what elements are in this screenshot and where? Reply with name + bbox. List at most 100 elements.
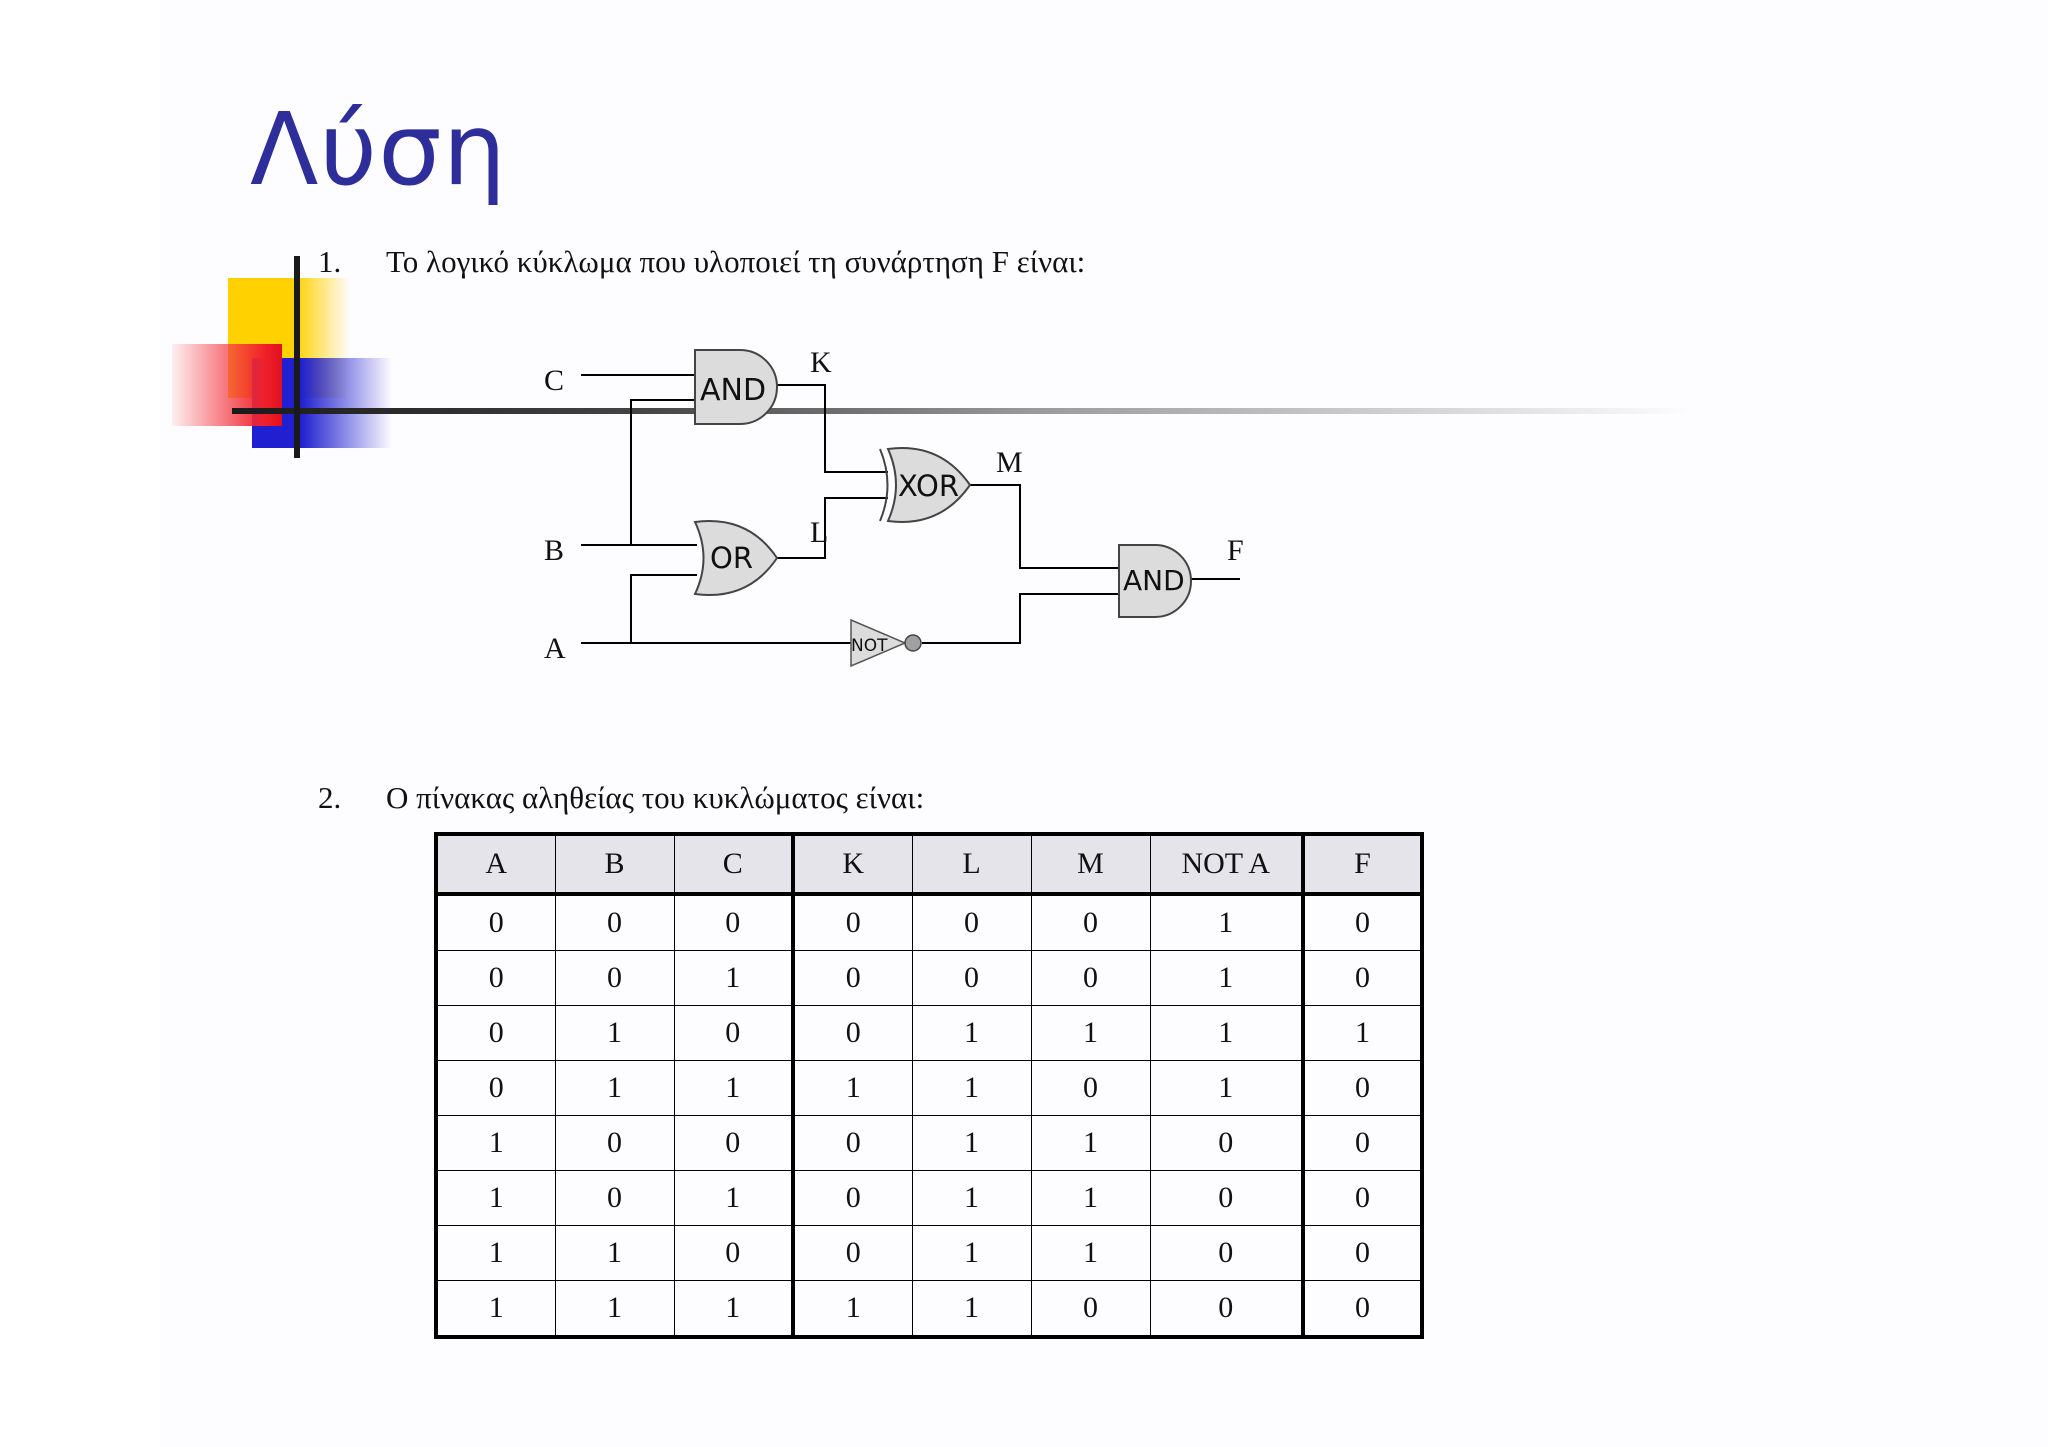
table-cell: 0 xyxy=(1149,1280,1304,1338)
table-cell: 1 xyxy=(911,1060,1032,1116)
table-cell: 1 xyxy=(554,1225,675,1281)
not-gate xyxy=(850,618,907,668)
table-cell: 1 xyxy=(673,950,794,1006)
signal-label-k: K xyxy=(810,346,832,379)
input-label-c: C xyxy=(544,364,564,397)
column-header-m: M xyxy=(1030,833,1151,896)
list-item-text: Ο πίνακας αληθείας του κυκλώματος είναι: xyxy=(386,780,925,815)
table-cell: 1 xyxy=(1149,893,1304,951)
wire-not-a xyxy=(922,593,1119,644)
table-cell: 0 xyxy=(435,893,556,951)
table-cell: 1 xyxy=(1301,1005,1423,1061)
table-cell: 1 xyxy=(911,1170,1032,1226)
table-cell: 1 xyxy=(673,1170,794,1226)
table-cell: 0 xyxy=(791,1005,913,1061)
table-cell: 1 xyxy=(554,1280,675,1338)
table-cell: 0 xyxy=(791,950,913,1006)
column-header-b: B xyxy=(554,833,675,896)
table-cell: 1 xyxy=(435,1170,556,1226)
table-cell: 0 xyxy=(1301,1225,1423,1281)
table-cell: 0 xyxy=(1301,893,1423,951)
input-label-a: A xyxy=(544,632,566,665)
table-cell: 0 xyxy=(911,893,1032,951)
table-cell: 0 xyxy=(673,893,794,951)
table-cell: 1 xyxy=(1149,950,1304,1006)
wire-k xyxy=(775,384,888,473)
column-header-l: L xyxy=(911,833,1032,896)
or-gate xyxy=(693,520,779,596)
table-cell: 0 xyxy=(1149,1225,1304,1281)
table-cell: 0 xyxy=(791,1115,913,1171)
and-gate-1-label: AND xyxy=(700,373,766,408)
table-cell: 0 xyxy=(791,1225,913,1281)
column-header-c: C xyxy=(673,833,794,896)
table-cell: 1 xyxy=(911,1005,1032,1061)
table-cell: 1 xyxy=(791,1060,913,1116)
table-cell: 0 xyxy=(1030,950,1151,1006)
table-cell: 1 xyxy=(1149,1005,1304,1061)
table-cell: 1 xyxy=(554,1060,675,1116)
table-cell: 1 xyxy=(673,1280,794,1338)
table-cell: 0 xyxy=(435,950,556,1006)
list-item-text: Το λογικό κύκλωμα που υλοποιεί τη συνάρτ… xyxy=(386,244,1086,279)
wire-a-to-or xyxy=(630,574,697,643)
truth-table-header-row: A B C K L M NOT A F xyxy=(435,833,1423,896)
table-cell: 0 xyxy=(1301,1060,1423,1116)
column-header-a: A xyxy=(435,833,556,896)
column-header-f: F xyxy=(1301,833,1423,896)
column-header-not-a: NOT A xyxy=(1149,833,1304,896)
table-cell: 1 xyxy=(1030,1225,1151,1281)
and-gate-1 xyxy=(694,349,778,425)
table-cell: 1 xyxy=(435,1225,556,1281)
and-gate-2-label: AND xyxy=(1123,564,1185,597)
table-cell: 1 xyxy=(791,1280,913,1338)
table-cell: 1 xyxy=(1030,1005,1151,1061)
signal-label-m: M xyxy=(996,446,1023,479)
table-cell: 1 xyxy=(1030,1170,1151,1226)
signal-label-l: L xyxy=(810,516,828,549)
table-cell: 0 xyxy=(911,950,1032,1006)
table-cell: 1 xyxy=(435,1115,556,1171)
list-item-number: 1. xyxy=(318,244,342,279)
table-cell: 0 xyxy=(673,1225,794,1281)
table-cell: 0 xyxy=(791,893,913,951)
wire-b-to-and xyxy=(630,399,695,545)
xor-gate-label: XOR xyxy=(898,469,959,503)
table-cell: 0 xyxy=(1301,950,1423,1006)
table-cell: 0 xyxy=(1301,1115,1423,1171)
table-cell: 0 xyxy=(435,1005,556,1061)
table-cell: 0 xyxy=(554,950,675,1006)
decor-vertical-rule xyxy=(294,256,300,458)
table-cell: 0 xyxy=(1301,1170,1423,1226)
table-cell: 0 xyxy=(554,1170,675,1226)
table-cell: 0 xyxy=(554,893,675,951)
table-cell: 0 xyxy=(1149,1170,1304,1226)
table-cell: 1 xyxy=(1149,1060,1304,1116)
list-item-number: 2. xyxy=(318,780,342,815)
wire-l xyxy=(777,497,888,559)
table-cell: 1 xyxy=(1030,1115,1151,1171)
not-gate-bubble xyxy=(904,634,922,652)
input-label-b: B xyxy=(544,534,564,567)
table-cell: 1 xyxy=(673,1060,794,1116)
or-gate-label: OR xyxy=(710,541,753,575)
table-cell: 0 xyxy=(1301,1280,1423,1338)
xor-gate xyxy=(886,447,972,523)
table-cell: 1 xyxy=(911,1280,1032,1338)
table-cell: 0 xyxy=(673,1115,794,1171)
column-header-k: K xyxy=(791,833,913,896)
signal-label-f: F xyxy=(1227,534,1244,567)
table-cell: 0 xyxy=(1149,1115,1304,1171)
table-cell: 0 xyxy=(554,1115,675,1171)
table-cell: 1 xyxy=(911,1225,1032,1281)
table-cell: 1 xyxy=(435,1280,556,1338)
